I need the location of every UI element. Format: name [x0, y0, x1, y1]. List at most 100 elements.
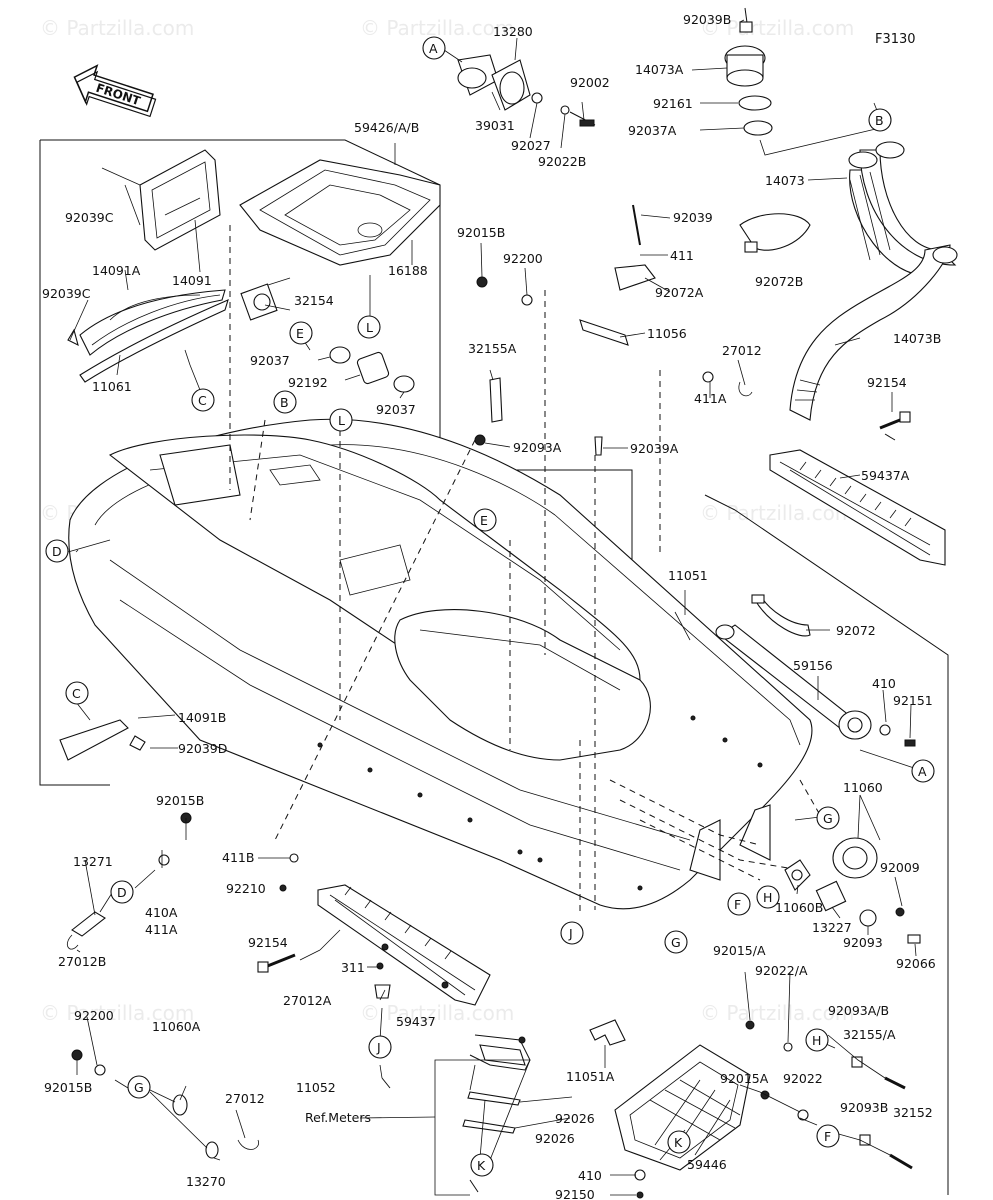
callout-d-left: D — [45, 539, 69, 563]
intake-grate — [457, 54, 596, 127]
part-label: 39031 — [475, 118, 515, 133]
svg-text:C: C — [198, 393, 207, 408]
bolt-92154-top — [879, 411, 911, 430]
fitting-11060 — [832, 837, 878, 879]
callout-a-right: A — [911, 759, 935, 783]
hose-clamps-left — [329, 346, 415, 393]
part-label: 92072B — [755, 274, 803, 289]
part-label: 92072 — [836, 623, 876, 638]
callout-e-top: E — [289, 321, 313, 345]
callout-g-bottom: G — [127, 1075, 151, 1099]
part-label: 411 — [670, 248, 694, 263]
part-label: 32152 — [893, 1105, 933, 1120]
part-label: 11060B — [775, 900, 823, 915]
part-label: 59426/A/B — [354, 120, 419, 135]
fuel-hoses — [789, 141, 958, 421]
svg-text:A: A — [429, 41, 438, 56]
part-label: 311 — [341, 960, 365, 975]
part-label: 13280 — [493, 24, 533, 39]
svg-text:H: H — [763, 890, 772, 905]
part-label: 92037 — [250, 353, 290, 368]
callout-g-right: G — [816, 806, 840, 830]
drain-housing — [240, 283, 278, 321]
svg-text:G: G — [823, 811, 833, 826]
svg-text:L: L — [366, 320, 373, 335]
part-label: 411A — [145, 922, 178, 937]
part-label: 92026 — [535, 1131, 575, 1146]
part-label: 410 — [872, 676, 896, 691]
callout-e-hull: E — [473, 508, 497, 532]
bracket-11051a — [589, 1019, 626, 1046]
assembly-frame — [39, 139, 949, 1195]
part-label: 92150 — [555, 1187, 595, 1200]
part-label: 92154 — [248, 935, 288, 950]
callout-circles: A B C D E L B L E C A G H F J G D J G H … — [45, 36, 935, 1177]
svg-text:E: E — [296, 326, 304, 341]
hatch-lid — [139, 149, 221, 251]
part-label: 11052 — [296, 1080, 336, 1095]
part-label: 13227 — [812, 920, 852, 935]
watermark: © Partzilla.com — [360, 16, 514, 40]
part-label: 14073A — [635, 62, 684, 77]
part-label: 92027 — [511, 138, 551, 153]
callout-h-right: H — [756, 885, 780, 909]
part-label: 11061 — [92, 379, 132, 394]
svg-text:F: F — [824, 1129, 831, 1144]
svg-text:G: G — [671, 935, 681, 950]
part-label: 92002 — [570, 75, 610, 90]
svg-text:D: D — [52, 544, 62, 559]
callout-h-bottom: H — [805, 1028, 829, 1052]
part-label: 11060 — [843, 780, 883, 795]
part-label: 59437 — [396, 1014, 436, 1029]
part-label: 411B — [222, 850, 254, 865]
part-label: 411A — [694, 391, 727, 406]
part-label: 92039B — [683, 12, 731, 27]
svg-text:K: K — [477, 1158, 486, 1173]
hull-holes — [317, 715, 763, 891]
clamp-92072 — [751, 594, 811, 637]
svg-text:H: H — [812, 1033, 821, 1048]
part-label: 92151 — [893, 693, 933, 708]
part-label: 14091B — [178, 710, 226, 725]
part-label: 92022 — [783, 1071, 823, 1086]
watermark: © Partzilla.com — [40, 16, 194, 40]
figure-code: F3130 — [875, 32, 916, 47]
part-label: 11060A — [152, 1019, 201, 1034]
clamp-92072b — [739, 213, 811, 253]
part-labels: 13280 92039B 14073A 92161 92037A 14073 1… — [42, 12, 941, 1200]
part-label: 92066 — [896, 956, 936, 971]
bolt-92154-bottom — [257, 953, 296, 973]
svg-text:L: L — [338, 413, 345, 428]
part-label: 92039D — [178, 741, 227, 756]
part-label: 92037A — [628, 123, 677, 138]
part-label: 14091A — [92, 263, 141, 278]
part-label: 92026 — [555, 1111, 595, 1126]
part-label: 59446 — [687, 1157, 727, 1172]
watermark: © Partzilla.com — [700, 1001, 854, 1025]
part-label: 32155A — [468, 341, 517, 356]
part-label: 92015/A — [713, 943, 766, 958]
part-label: 92093 — [843, 935, 883, 950]
part-label: 59437A — [861, 468, 910, 483]
phantom-lines — [229, 225, 821, 915]
callout-g-hull: G — [664, 930, 688, 954]
part-label: 92210 — [226, 881, 266, 896]
part-label: 27012A — [283, 993, 332, 1008]
part-label: 92022B — [538, 154, 586, 169]
svg-text:E: E — [480, 513, 488, 528]
sponson-left — [317, 884, 491, 1006]
part-label: 11051A — [566, 1069, 615, 1084]
part-label: 32154 — [294, 293, 334, 308]
part-label: 92039A — [630, 441, 679, 456]
part-label: 13271 — [73, 854, 113, 869]
callout-j-hull: J — [560, 921, 584, 945]
callout-k-meter: K — [470, 1153, 494, 1177]
svg-text:F: F — [734, 897, 741, 912]
svg-text:C: C — [72, 686, 81, 701]
part-label: 92015B — [156, 793, 204, 808]
callout-j-bottom: J — [368, 1035, 392, 1059]
callout-a-top: A — [422, 36, 446, 60]
part-label: 11056 — [647, 326, 687, 341]
part-label: 92009 — [880, 860, 920, 875]
svg-text:B: B — [875, 113, 884, 128]
